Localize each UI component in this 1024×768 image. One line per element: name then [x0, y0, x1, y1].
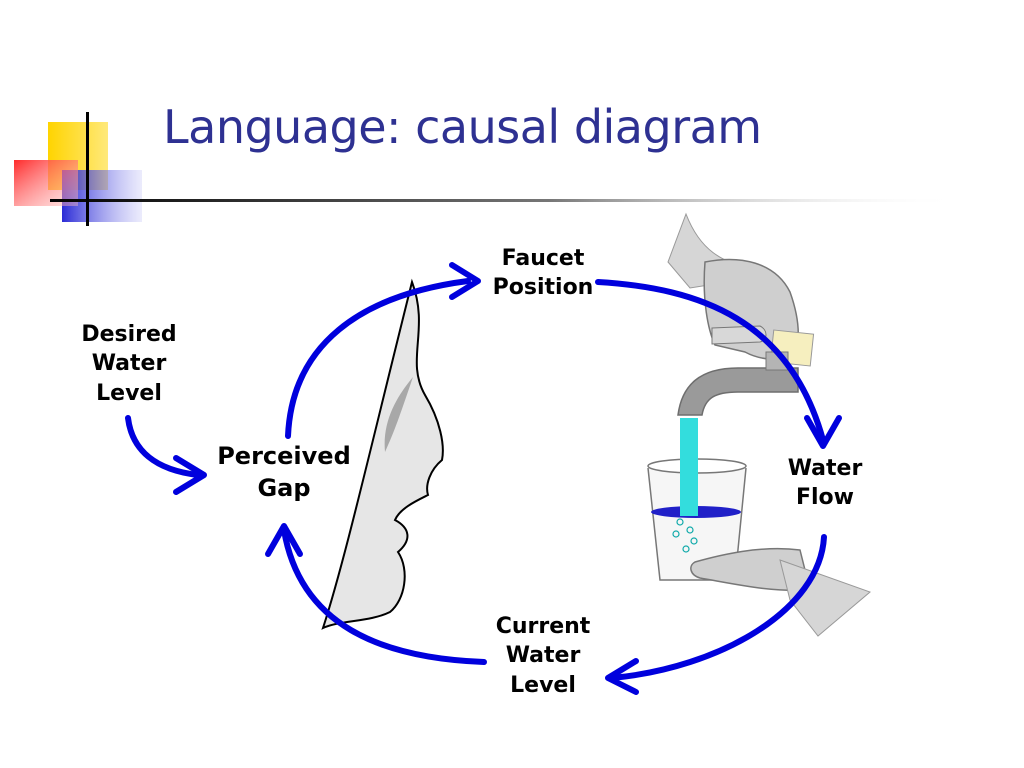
node-perceived-gap: Perceived Gap — [217, 442, 351, 502]
faucet-icon — [677, 367, 799, 416]
arrowhead — [265, 523, 303, 557]
page-title: Language: causal diagram — [163, 100, 762, 154]
arrow-desired-water-level-to-perceived-gap — [125, 415, 201, 478]
arrow-current-water-level-to-perceived-gap — [281, 527, 487, 665]
lower-hand — [690, 547, 811, 592]
arrow-perceived-gap-to-faucet-position — [285, 278, 471, 439]
arrowhead — [449, 262, 481, 300]
arrowhead — [173, 455, 207, 495]
water-drop — [690, 537, 698, 545]
arrow-faucet-position-to-water-flow — [595, 279, 826, 443]
red-square — [14, 160, 78, 206]
node-current-water-level: Current Water Level — [495, 614, 591, 698]
arrowhead — [605, 658, 639, 695]
arrowhead — [804, 415, 842, 449]
lower-hand-sleeve — [779, 559, 871, 637]
water-stream — [680, 418, 698, 516]
water-drop — [682, 545, 690, 553]
node-desired-water-level: Desired Water Level — [81, 322, 177, 406]
title-rule — [50, 199, 960, 202]
glass-icon — [647, 467, 747, 581]
water-drop — [686, 526, 694, 534]
node-faucet-position: Faucet Position — [492, 246, 594, 301]
face-silhouette — [321, 278, 444, 630]
node-water-flow: Water Flow — [787, 456, 863, 511]
arrow-water-flow-to-current-water-level — [609, 534, 827, 681]
water-drop — [672, 530, 680, 538]
eye-shape — [384, 377, 413, 452]
water-drop — [676, 518, 684, 526]
vertical-rule — [86, 112, 89, 226]
